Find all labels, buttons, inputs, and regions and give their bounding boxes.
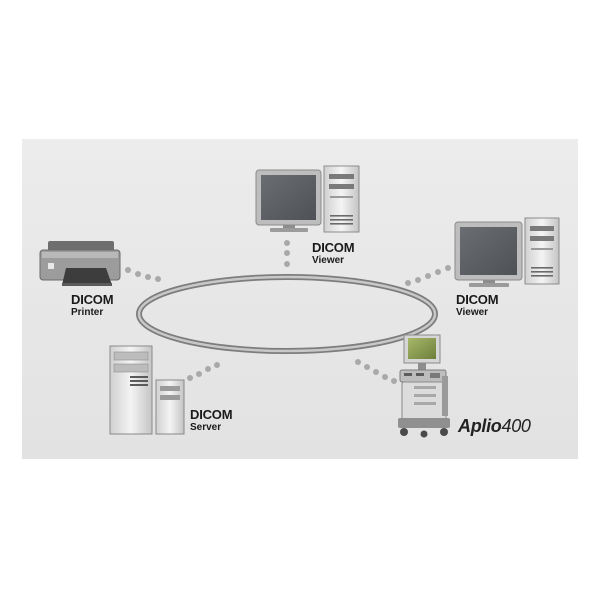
viewer-top-label-subtitle: Viewer [312,255,345,266]
connector-dots-viewer-right [405,265,451,286]
desktop-computer-icon-right [454,217,560,287]
printer-icon [39,241,121,286]
device-model-number: 400 [501,416,531,436]
viewer-right-label: DICOM Viewer [456,292,499,318]
viewer-right-label-title: DICOM [456,292,499,307]
viewer-right-label-subtitle: Viewer [456,307,489,318]
connector-dots-server [187,362,220,381]
network-ring [136,274,438,354]
server-label-subtitle: Server [190,422,222,433]
device-brand-label: Aplio400 [458,416,531,437]
server-label-title: DICOM [190,407,233,422]
server-label: DICOM Server [190,407,233,433]
viewer-top-label-title: DICOM [312,240,355,255]
viewer-top-label: DICOM Viewer [312,240,355,266]
ultrasound-machine-icon [398,334,450,438]
connector-dots-printer [125,267,161,282]
printer-label-subtitle: Printer [71,307,104,318]
connector-dots-ultrasound [355,359,397,384]
device-brand-name: Aplio [458,416,502,436]
desktop-computer-icon-top [255,165,360,233]
server-tower-icon [109,345,185,435]
connector-dots-viewer-top [284,240,290,267]
printer-label: DICOM Printer [71,292,114,318]
printer-label-title: DICOM [71,292,114,307]
